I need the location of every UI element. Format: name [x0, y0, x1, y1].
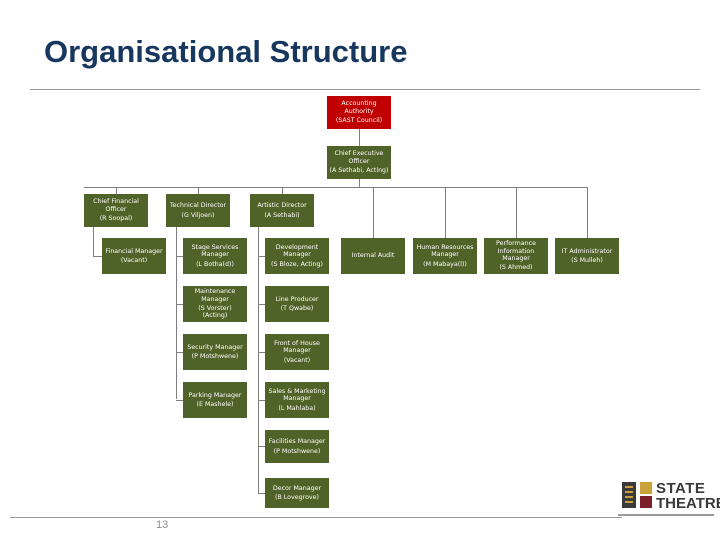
box-security-manager: Security Manager (P Motshwene)	[183, 334, 247, 370]
box-title: Chief Executive Officer	[334, 150, 384, 165]
box-accounting-authority: Accounting Authority (SAST Council)	[327, 96, 391, 129]
box-subtitle: (E Mashele)	[196, 401, 234, 408]
box-facilities-manager: Facilities Manager (P Motshwene)	[265, 430, 329, 463]
box-title: Internal Audit	[351, 252, 395, 260]
box-subtitle: (A Sethabi)	[264, 211, 300, 219]
box-subtitle: (S Bloze, Acting)	[271, 260, 323, 268]
connector-line	[258, 227, 259, 493]
page-number: 13	[156, 519, 169, 531]
box-internal-audit: Internal Audit	[341, 238, 405, 274]
box-artistic-director: Artistic Director (A Sethabi)	[250, 194, 314, 227]
box-hr-manager: Human Resources Manager (M Mabaya(l))	[413, 238, 477, 274]
logo-square-icon	[640, 496, 652, 508]
box-subtitle: (Vacant)	[283, 356, 311, 364]
box-subtitle: (L Botha(d))	[196, 260, 234, 268]
box-subtitle: (M Mabaya(l))	[423, 260, 467, 268]
box-subtitle: (G Viljoen)	[181, 211, 215, 219]
box-maintenance-manager: Maintenance Manager (S Vorster) (Acting)	[183, 286, 247, 322]
connector-line	[176, 227, 177, 399]
box-subtitle: (S Vorster) (Acting)	[198, 305, 232, 320]
box-parking-manager: Parking Manager (E Mashele)	[183, 382, 247, 418]
box-ceo: Chief Executive Officer (A Sethabi, Acti…	[327, 146, 391, 179]
box-technical-director: Technical Director (G Viljoen)	[166, 194, 230, 227]
connector-line	[93, 256, 102, 257]
connector-line	[198, 187, 199, 194]
connector-line	[373, 187, 374, 238]
box-title: Artistic Director	[257, 202, 307, 210]
box-title: Performance Information Manager	[496, 240, 536, 262]
connector-line	[516, 187, 517, 238]
connector-line	[258, 352, 265, 353]
box-subtitle: (S Ahmed)	[499, 264, 533, 272]
box-financial-manager: Financial Manager (Vacant)	[102, 238, 166, 274]
connector-line	[445, 187, 446, 238]
connector-line	[282, 187, 283, 194]
box-development-manager: Development Manager (S Bloze, Acting)	[265, 238, 329, 274]
box-title: Human Resources Manager	[416, 243, 474, 259]
box-title: Sales & Marketing Manager	[268, 387, 326, 403]
connector-line	[116, 187, 117, 194]
box-line-producer: Line Producer (T Qwabe)	[265, 286, 329, 322]
box-decor-manager: Decor Manager (B Lovegrove)	[265, 478, 329, 508]
box-title: Front of House Manager	[274, 339, 320, 355]
box-title: Maintenance Manager	[194, 288, 236, 303]
box-subtitle: (B Lovegrove)	[275, 494, 319, 501]
box-performance-information-manager: Performance Information Manager (S Ahmed…	[484, 238, 548, 274]
box-title: Accounting Authority	[341, 100, 377, 115]
box-title: Line Producer	[275, 295, 319, 303]
box-it-administrator: IT Administrator (S Mulleh)	[555, 238, 619, 274]
box-title: Decor Manager	[272, 484, 322, 492]
connector-line	[587, 187, 588, 238]
box-title: Development Manager	[275, 243, 319, 259]
box-subtitle: (T Qwabe)	[280, 305, 314, 312]
title-divider	[30, 89, 700, 90]
box-subtitle: (SAST Council)	[335, 117, 383, 125]
connector-line	[93, 227, 94, 256]
connector-line	[258, 446, 265, 447]
box-title: Technical Director	[169, 202, 227, 210]
box-subtitle: (Vacant)	[120, 257, 148, 264]
box-title: Security Manager	[187, 343, 243, 351]
box-stage-services-manager: Stage Services Manager (L Botha(d))	[183, 238, 247, 274]
connector-line	[359, 179, 360, 187]
connector-line	[258, 256, 265, 257]
footer-divider	[10, 517, 622, 518]
logo-square-icon	[640, 482, 652, 494]
box-subtitle: (R Soopal)	[99, 215, 133, 223]
connector-line	[84, 187, 588, 188]
box-subtitle: (P Motshwene)	[273, 447, 321, 455]
box-subtitle: (A Sethabi, Acting)	[329, 167, 389, 175]
box-cfo: Chief Financial Officer (R Soopal)	[84, 194, 148, 227]
connector-line	[258, 304, 265, 305]
box-title: Stage Services Manager	[191, 243, 239, 259]
logo-line1: STATE	[656, 480, 706, 497]
state-theatre-logo: STATE THEATRE	[618, 478, 720, 528]
box-title: Financial Manager	[105, 247, 163, 255]
slide-title: Organisational Structure	[44, 34, 408, 69]
connector-line	[176, 400, 183, 401]
box-title: IT Administrator	[561, 247, 613, 255]
box-title: Facilities Manager	[268, 438, 326, 446]
connector-line	[258, 400, 265, 401]
connector-line	[258, 493, 265, 494]
box-title: Chief Financial Officer	[93, 198, 139, 213]
box-sales-marketing-manager: Sales & Marketing Manager (L Mahlaba)	[265, 382, 329, 418]
logo-tagline-bar	[618, 514, 714, 516]
connector-line	[176, 256, 183, 257]
connector-line	[176, 352, 183, 353]
box-title: Parking Manager	[188, 391, 242, 399]
logo-line2: THEATRE	[656, 495, 720, 512]
box-subtitle: (S Mulleh)	[571, 257, 603, 264]
connector-line	[176, 304, 183, 305]
connector-line	[359, 129, 360, 146]
coat-of-arms-icon	[622, 482, 636, 508]
box-subtitle: (P Motshwene)	[191, 353, 239, 360]
box-subtitle: (L Mahlaba)	[278, 404, 316, 412]
box-front-of-house-manager: Front of House Manager (Vacant)	[265, 334, 329, 370]
